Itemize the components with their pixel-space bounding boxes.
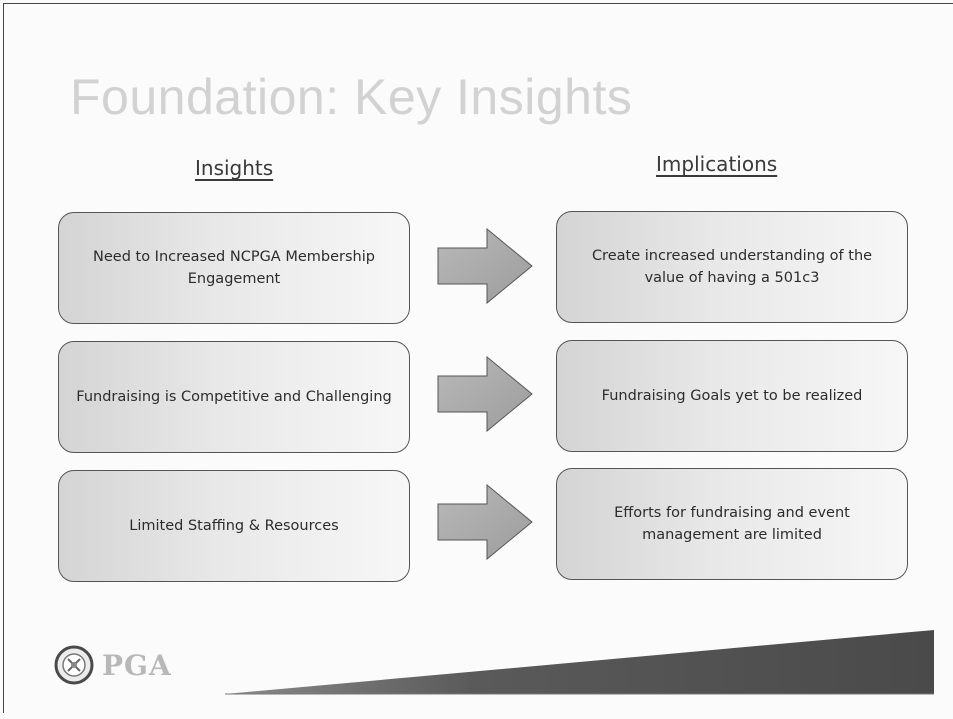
- implication-box: Fundraising Goals yet to be realized: [556, 340, 908, 452]
- insight-box: Fundraising is Competitive and Challengi…: [58, 341, 410, 453]
- right-arrow-icon: [437, 484, 533, 560]
- implications-heading: Implications: [656, 152, 778, 176]
- right-arrow-icon: [437, 228, 533, 304]
- slide-border: [3, 3, 953, 713]
- implication-text: Fundraising Goals yet to be realized: [601, 388, 863, 404]
- insights-heading: Insights: [195, 156, 274, 180]
- implication-box: Create increased understanding of the va…: [556, 211, 908, 323]
- pga-seal-icon: [54, 645, 94, 685]
- implication-text: Efforts for fundraising and event manage…: [614, 505, 850, 543]
- insight-text: Limited Staffing & Resources: [129, 518, 339, 534]
- insight-box: Limited Staffing & Resources: [58, 470, 410, 582]
- slide-title: Foundation: Key Insights: [70, 69, 633, 125]
- right-arrow-icon: [437, 356, 533, 432]
- pga-logo: PGA: [54, 645, 172, 685]
- logo-text: PGA: [102, 648, 172, 682]
- insight-box: Need to Increased NCPGA Membership Engag…: [58, 212, 410, 324]
- implication-text: Create increased understanding of the va…: [591, 248, 873, 286]
- insight-text: Fundraising is Competitive and Challengi…: [76, 389, 392, 405]
- insight-text: Need to Increased NCPGA Membership Engag…: [93, 249, 375, 287]
- implication-box: Efforts for fundraising and event manage…: [556, 468, 908, 580]
